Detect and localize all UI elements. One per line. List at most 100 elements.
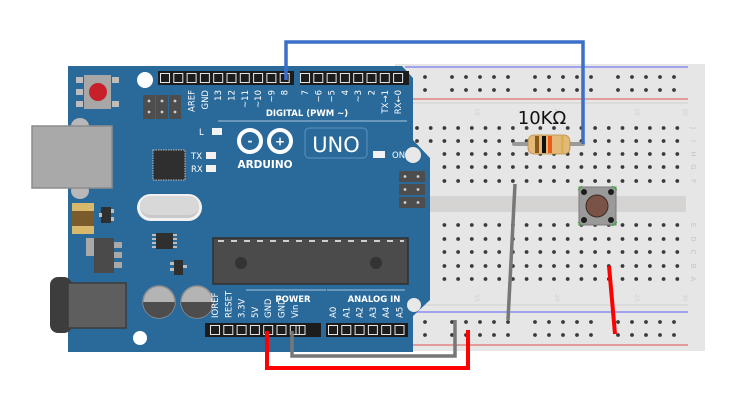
breadboard-hole xyxy=(552,237,556,241)
header-socket[interactable] xyxy=(366,73,377,83)
breadboard-hole xyxy=(593,179,597,183)
power-jack xyxy=(50,277,127,333)
header-socket[interactable] xyxy=(173,73,184,83)
mounting-hole xyxy=(407,298,421,312)
breadboard-hole xyxy=(661,126,666,130)
breadboard-hole xyxy=(524,139,529,143)
row-letter: D xyxy=(689,236,697,241)
header-socket[interactable] xyxy=(328,325,338,335)
rail-hole xyxy=(478,88,482,92)
breadboard-hole xyxy=(675,237,680,241)
breadboard-hole xyxy=(565,126,570,130)
resistor[interactable]: 10KΩ xyxy=(512,108,585,155)
header-socket[interactable] xyxy=(394,325,405,335)
breadboard-hole xyxy=(552,223,556,227)
header-socket[interactable] xyxy=(199,73,210,83)
header-socket[interactable] xyxy=(249,325,260,335)
rail-hole xyxy=(506,75,510,79)
wire-gnd-to-ground-rail[interactable] xyxy=(290,320,457,358)
header-socket[interactable] xyxy=(239,73,250,83)
header-socket[interactable] xyxy=(300,73,310,83)
header-socket[interactable] xyxy=(213,73,224,83)
breadboard-hole xyxy=(565,250,570,254)
breadboard-hole xyxy=(579,152,584,156)
header-socket[interactable] xyxy=(160,73,170,83)
power-header-label: POWER xyxy=(275,295,311,305)
rail-hole xyxy=(547,333,551,337)
rail-hole xyxy=(478,320,482,324)
reset-button[interactable] xyxy=(76,75,119,109)
header-socket[interactable] xyxy=(210,325,220,335)
pin-label: 8 xyxy=(281,90,291,95)
atmega-microcontroller xyxy=(212,237,409,285)
header-socket[interactable] xyxy=(379,73,390,83)
rail-hole xyxy=(464,75,468,79)
header-socket[interactable] xyxy=(326,73,337,83)
header-socket[interactable] xyxy=(353,73,364,83)
pin-label: A2 xyxy=(356,307,366,318)
column-marker: 20 xyxy=(553,294,560,302)
breadboard-hole xyxy=(552,126,556,130)
breadboard-hole xyxy=(456,179,460,183)
rail-hole xyxy=(423,333,427,337)
header-socket[interactable] xyxy=(341,325,352,335)
breadboard-hole xyxy=(565,264,570,268)
breadboard-hole xyxy=(648,250,652,254)
breadboard-hole xyxy=(634,277,639,281)
wire-rail-5v-to-button[interactable] xyxy=(607,265,617,335)
rail-hole xyxy=(547,88,551,92)
rail-hole xyxy=(561,88,565,92)
breadboard-hole xyxy=(675,139,680,143)
wire-pin8-to-resistor[interactable] xyxy=(284,40,585,144)
header-socket[interactable] xyxy=(393,73,404,83)
rail-hole xyxy=(644,88,648,92)
breadboard-hole xyxy=(593,165,597,169)
breadboard-hole xyxy=(415,126,419,130)
header-socket[interactable] xyxy=(313,73,324,83)
breadboard-hole xyxy=(538,237,543,241)
row-letter: H xyxy=(689,151,697,156)
pin-label: 3.3V xyxy=(238,298,248,318)
header-socket[interactable] xyxy=(253,73,264,83)
mounting-hole xyxy=(133,331,147,345)
header-socket[interactable] xyxy=(226,73,237,83)
breadboard-hole xyxy=(634,179,639,183)
breadboard-hole xyxy=(469,179,474,183)
header-socket[interactable] xyxy=(266,73,277,83)
breadboard-hole xyxy=(593,264,597,268)
header-socket[interactable] xyxy=(367,325,378,335)
arduino-logo: - + ARDUINO UNO xyxy=(237,127,368,171)
header-socket[interactable] xyxy=(186,73,197,83)
icsp-header-top xyxy=(143,95,181,119)
led-on-label: ON xyxy=(392,151,405,161)
header-socket[interactable] xyxy=(381,325,392,335)
pushbutton[interactable] xyxy=(577,185,618,227)
transistor xyxy=(99,207,114,223)
header-socket[interactable] xyxy=(236,325,247,335)
breadboard-hole xyxy=(675,165,680,169)
breadboard-hole xyxy=(524,179,529,183)
wire-rail-gnd-to-resistor[interactable] xyxy=(506,183,517,321)
breadboard-hole xyxy=(579,250,584,254)
header-socket[interactable] xyxy=(295,325,306,335)
breadboard-hole xyxy=(483,277,488,281)
breadboard-hole xyxy=(497,237,502,241)
breadboard-hole xyxy=(442,165,447,169)
wire-5v-to-power-rail[interactable] xyxy=(265,330,470,370)
header-socket[interactable] xyxy=(354,325,365,335)
rail-hole xyxy=(630,320,634,324)
header-socket[interactable] xyxy=(223,325,234,335)
breadboard-hole xyxy=(511,179,515,183)
pin-label: ~9 xyxy=(267,90,277,103)
header-socket[interactable] xyxy=(339,73,350,83)
breadboard-hole xyxy=(620,277,625,281)
header-socket[interactable] xyxy=(276,325,287,335)
breadboard-hole xyxy=(606,237,611,241)
pin-label: 5V xyxy=(251,307,261,318)
row-letter: C xyxy=(689,250,697,255)
header-socket[interactable] xyxy=(289,325,300,335)
resistor-label: 10KΩ xyxy=(518,108,567,129)
breadboard-hole xyxy=(497,250,502,254)
breadboard-hole xyxy=(675,126,680,130)
